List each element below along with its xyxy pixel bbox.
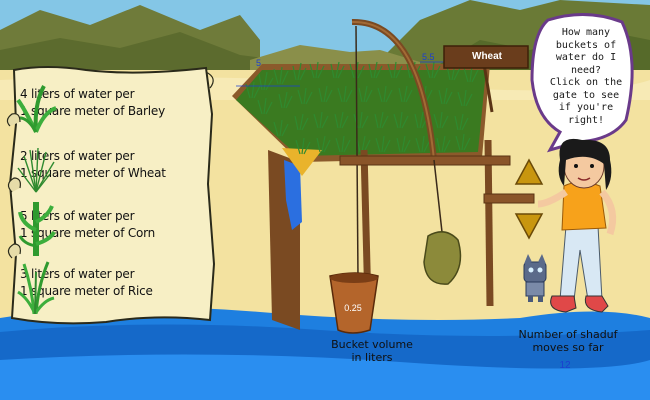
bubble-line-6: gate to see: [552, 89, 620, 101]
bubble-line-7: if you're: [558, 102, 614, 113]
bubble-line-8: right!: [567, 114, 605, 126]
rice-icon: [17, 261, 55, 314]
decrease-arrow-button[interactable]: [514, 212, 544, 240]
crop-row-barley: 4 liters of water per 1 square meter of …: [14, 78, 214, 138]
bucket-volume-value: 0.25: [344, 303, 362, 313]
moves-caption-line2: moves so far: [532, 341, 604, 354]
speech-bubble-text: How many buckets of water do I need? Cli…: [543, 27, 629, 127]
crop-barley-line1: 4 liters of water per: [20, 87, 135, 101]
field-length-value: 5.5: [422, 52, 435, 62]
bubble-line-5: Click on the: [549, 77, 623, 88]
bubble-line-4: need?: [570, 64, 602, 76]
crop-barley-line2: 1 square meter of Barley: [20, 104, 165, 118]
crop-wheat-line1: 2 liters of water per: [20, 149, 135, 163]
crop-row-corn: 5 liters of water per 1 square meter of …: [14, 200, 214, 260]
gate-button[interactable]: [478, 140, 502, 310]
crop-corn-line2: 1 square meter of Corn: [20, 226, 156, 240]
field-sign-label: Wheat: [472, 51, 502, 62]
crop-wheat-line2: 1 square meter of Wheat: [20, 166, 166, 180]
moves-caption-line1: Number of shaduf: [518, 328, 618, 341]
barley-icon: [16, 85, 57, 133]
bubble-line-3: water do I: [555, 52, 617, 63]
crop-rice-line2: 1 square meter of Rice: [20, 284, 153, 298]
bubble-line-2: buckets of: [555, 39, 617, 51]
moves-caption: Number of shaduf moves so far: [510, 328, 626, 354]
wheat-icon: [17, 147, 55, 193]
increase-arrow-button[interactable]: [514, 158, 544, 186]
moves-count-value: 12: [559, 360, 571, 371]
crop-row-rice: 3 liters of water per 1 square meter of …: [14, 258, 214, 318]
scroll-paper: [6, 66, 216, 325]
crop-info-scroll: 4 liters of water per 1 square meter of …: [6, 64, 218, 326]
bucket-caption-line1: Bucket volume: [331, 338, 413, 351]
field-width-value: 5: [256, 58, 262, 68]
bucket-volume-caption: Bucket volume in liters: [322, 338, 422, 364]
bubble-line-1: How many: [561, 27, 611, 38]
bucket-caption-line2: in liters: [351, 351, 393, 364]
crop-row-wheat: 2 liters of water per 1 square meter of …: [14, 140, 214, 200]
crop-rice-line1: 3 liters of water per: [20, 267, 135, 281]
corn-icon: [18, 202, 56, 256]
